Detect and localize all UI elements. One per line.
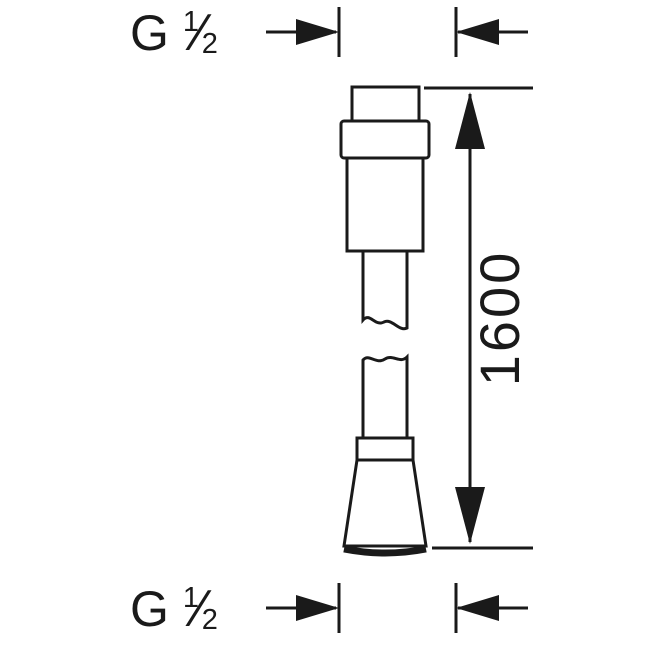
hose-coupling-nut [339,119,431,160]
thread-letter: G [130,581,169,637]
fraction-numerator: 1 [182,581,200,614]
hose-outline [339,85,431,557]
hose-top-nipple [350,85,421,123]
fraction-slash: ⁄ [196,580,205,638]
top-thread-label: G 1 ⁄ 2 [130,5,218,61]
length-dimension [424,86,533,550]
fraction-slash: ⁄ [196,4,205,62]
hose-bottom-collar [355,436,415,462]
top-dim-arrow-right-icon [296,19,339,45]
thread-fraction: 1 ⁄ 2 [183,583,218,635]
length-arrow-down-icon [455,487,485,544]
length-arrow-up-icon [455,92,485,149]
thread-fraction: 1 ⁄ 2 [183,7,218,59]
bottom-thread-label: G 1 ⁄ 2 [130,581,218,637]
top-thread-dimension [266,7,528,57]
hose-tube-lower [361,353,409,438]
bottom-thread-dimension [266,583,528,633]
fraction-denominator: 2 [201,27,218,60]
fraction-numerator: 1 [182,5,200,38]
hose-tube-upper [361,251,409,331]
hose-bottom-cone [342,458,428,548]
thread-letter: G [130,5,169,61]
fraction-denominator: 2 [201,603,218,636]
hose-top-sleeve [345,156,425,253]
bottom-dim-arrow-right-icon [296,595,339,621]
length-dimension-label: 1600 [468,249,531,387]
hose-bottom-rim [343,545,427,557]
